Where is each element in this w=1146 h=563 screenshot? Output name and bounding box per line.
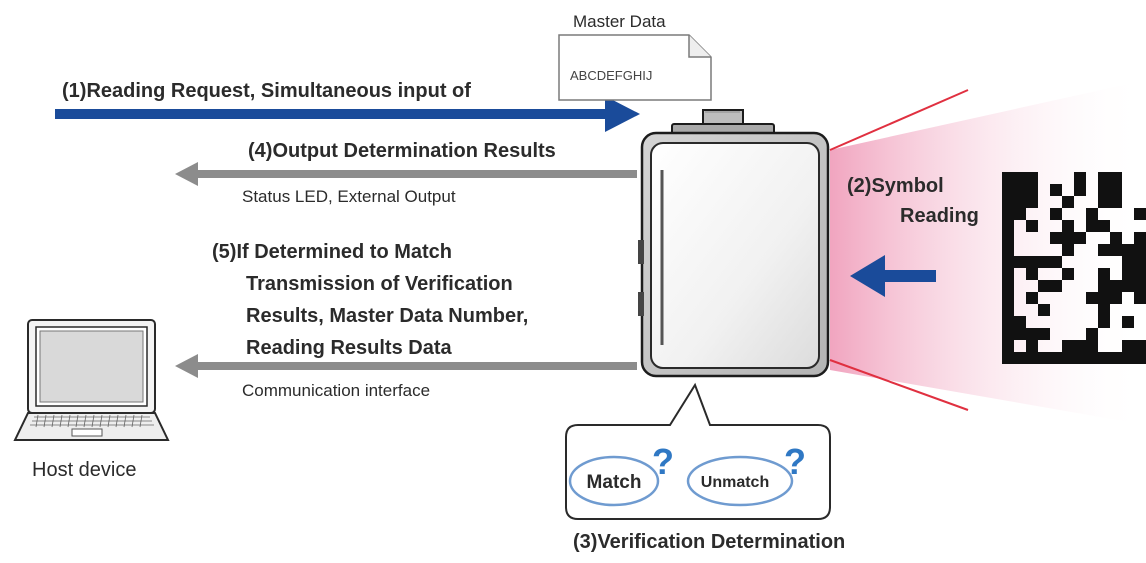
- step5-label-line4: Reading Results Data: [246, 337, 452, 359]
- laser-beam: [829, 80, 1146, 425]
- step4-sublabel: Status LED, External Output: [242, 187, 456, 206]
- step5-label-line3: Results, Master Data Number,: [246, 305, 528, 327]
- verification-bubble: Match ? Unmatch ?: [565, 382, 831, 520]
- match-question-icon: ?: [652, 441, 674, 482]
- laser-glow: [830, 80, 1146, 425]
- step4-label: (4)Output Determination Results: [248, 140, 556, 162]
- step2-label-line2: Reading: [900, 205, 979, 227]
- laptop-keyboard: [30, 414, 154, 428]
- step5-label-line1: (5)If Determined to Match: [212, 241, 452, 263]
- host-device-label: Host device: [32, 459, 137, 481]
- match-ellipse: [568, 455, 660, 507]
- step5-label-line2: Transmission of Verification: [246, 273, 513, 295]
- data-matrix-symbol: [1002, 172, 1146, 364]
- scanner-device: [638, 109, 830, 378]
- step1-label: (1)Reading Request, Simultaneous input o…: [62, 80, 471, 102]
- unmatch-ellipse: [686, 455, 794, 507]
- step2-arrow: [850, 255, 936, 297]
- step3-label: (3)Verification Determination: [573, 531, 845, 553]
- master-data-title: Master Data: [573, 12, 666, 31]
- match-label: Match: [587, 472, 642, 493]
- laser-line-bottom: [829, 359, 969, 411]
- step1-arrow: [55, 96, 640, 132]
- master-data-content: ABCDEFGHIJ: [570, 68, 652, 83]
- unmatch-label: Unmatch: [701, 474, 769, 491]
- master-data-document: Master Data ABCDEFGHIJ: [558, 12, 712, 101]
- laser-line-top: [829, 89, 969, 151]
- laptop-icon: [13, 319, 170, 441]
- unmatch-question-icon: ?: [784, 441, 806, 482]
- step4-arrow: [175, 162, 637, 186]
- step5-arrow: [175, 354, 637, 378]
- step5-sublabel: Communication interface: [242, 381, 430, 400]
- step2-label-line1: (2)Symbol: [847, 175, 944, 197]
